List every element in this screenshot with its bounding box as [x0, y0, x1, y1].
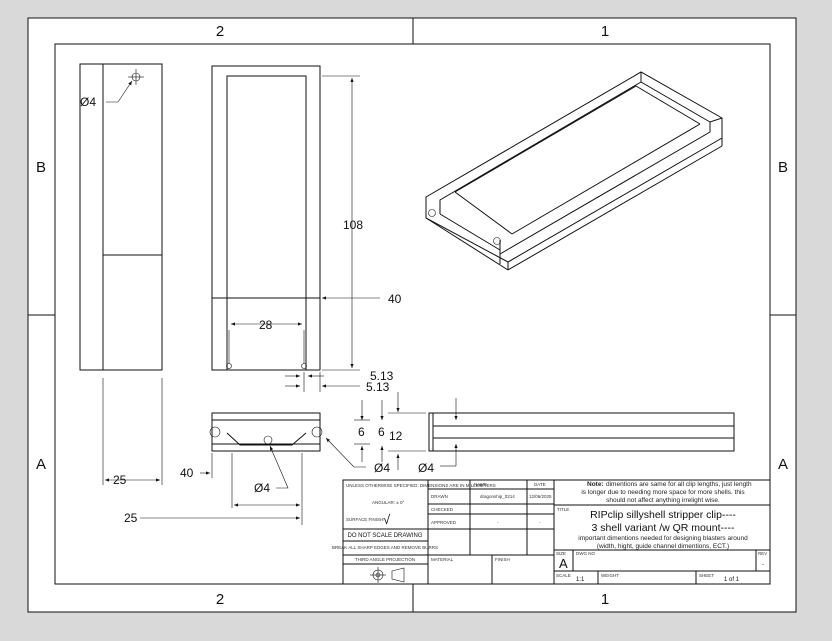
tb-size-label: SIZE: [556, 551, 566, 556]
dim-hole-end-b: Ø4: [418, 461, 434, 475]
tb-weight-label: WEIGHT: [601, 573, 619, 578]
dim-inner-width: 28: [259, 318, 273, 332]
tb-sheet-label: SHEET: [699, 573, 714, 578]
zone-top-2: 2: [216, 23, 224, 40]
tb-note-line-1: dimentions are same for all clip lengths…: [606, 481, 752, 488]
front-view: [211, 65, 380, 392]
tb-drawn-name: dragonship_0214: [480, 494, 515, 499]
tb-rev-label: REV: [758, 551, 767, 556]
tb-title-note-1: important dimentions needed for designin…: [578, 535, 748, 542]
tb-break-edges: BREAK ALL SHARP EDGES AND REMOVE BURRS: [332, 545, 438, 550]
tb-note-line-2: is longer due to needing more space for …: [581, 489, 745, 496]
tb-general-notes: UNLESS OTHERWISE SPECIFIED: DIMENSIONS A…: [346, 483, 496, 488]
tb-projection: THIRD ANGLE PROJECTION: [355, 557, 415, 562]
tb-approved-date: -: [539, 520, 541, 525]
tb-title-note-2: (width, hight, guide channel dimentions,…: [597, 543, 729, 550]
tb-dwg-label: DWG NO: [576, 551, 595, 556]
tb-angular-tol: ANGULAR: ± 0°: [372, 500, 404, 505]
channel-dims: [354, 392, 426, 470]
sheet-paper: [27, 17, 797, 613]
dim-offset-b: 5.13: [366, 380, 390, 394]
tb-drawn-label: DRAWN: [431, 494, 448, 499]
zone-left-b: B: [36, 159, 46, 176]
tb-title-line-2: 3 shell variant /w QR mount----: [592, 522, 735, 534]
dim-base-width-bottom: 25: [124, 511, 138, 525]
tb-note-title: Note:: [587, 481, 604, 488]
dim-offset-a: 5.13: [370, 369, 394, 383]
dim-hole-bottom: Ø4: [254, 481, 270, 495]
dim-channel-b: 6: [378, 425, 385, 439]
tb-scale-value: 1:1: [576, 577, 585, 583]
side-view: [79, 63, 163, 485]
tb-name-header: NAME: [474, 482, 487, 487]
tb-title-label: TITLE: [557, 507, 569, 512]
tb-surface-finish: SURFACE FINISH:: [346, 517, 385, 522]
zone-right-a: A: [778, 456, 788, 473]
dim-hole-end-a: Ø4: [374, 461, 390, 475]
zone-bottom-1: 1: [601, 591, 609, 608]
title-block: [342, 479, 771, 585]
dim-width-bottom: 40: [180, 466, 194, 480]
tb-sheet-value: 1 of 1: [724, 577, 740, 583]
zone-left-a: A: [36, 456, 46, 473]
zone-bottom-2: 2: [216, 591, 224, 608]
dim-channel-a: 6: [358, 425, 365, 439]
tb-drawn-date: 12/06/2025: [529, 494, 552, 499]
isometric-view: [425, 71, 723, 271]
dim-hole-front: Ø4: [80, 95, 96, 109]
tb-scale-label: SCALE: [556, 573, 571, 578]
tb-approved-name: -: [497, 520, 499, 525]
bottom-view: [428, 398, 735, 467]
dim-base-width: 25: [113, 473, 127, 487]
zone-right-b: B: [778, 159, 788, 176]
dim-length: 108: [343, 218, 363, 232]
tb-material-label: MATERIAL: [431, 557, 454, 562]
tb-rev-value: -: [762, 562, 764, 568]
tb-do-not-scale: DO NOT SCALE DRAWING: [347, 533, 422, 539]
dim-overall-width: 40: [388, 292, 402, 306]
tb-finish-label: FINISH: [495, 557, 510, 562]
tb-checked-label: CHECKED: [431, 507, 454, 512]
tb-title-line-1: RIPclip sillyshell stripper clip----: [590, 509, 736, 521]
tb-surface-mark: √: [383, 512, 391, 527]
zone-top-1: 1: [601, 23, 609, 40]
dim-height: 12: [389, 429, 403, 443]
end-view: [140, 412, 366, 525]
tb-size-value: A: [559, 556, 568, 571]
tb-date-header: DATE: [534, 482, 546, 487]
tb-approved-label: APPROVED: [431, 520, 457, 525]
tb-note-line-3: should not affect anything irrelight wis…: [606, 497, 720, 504]
